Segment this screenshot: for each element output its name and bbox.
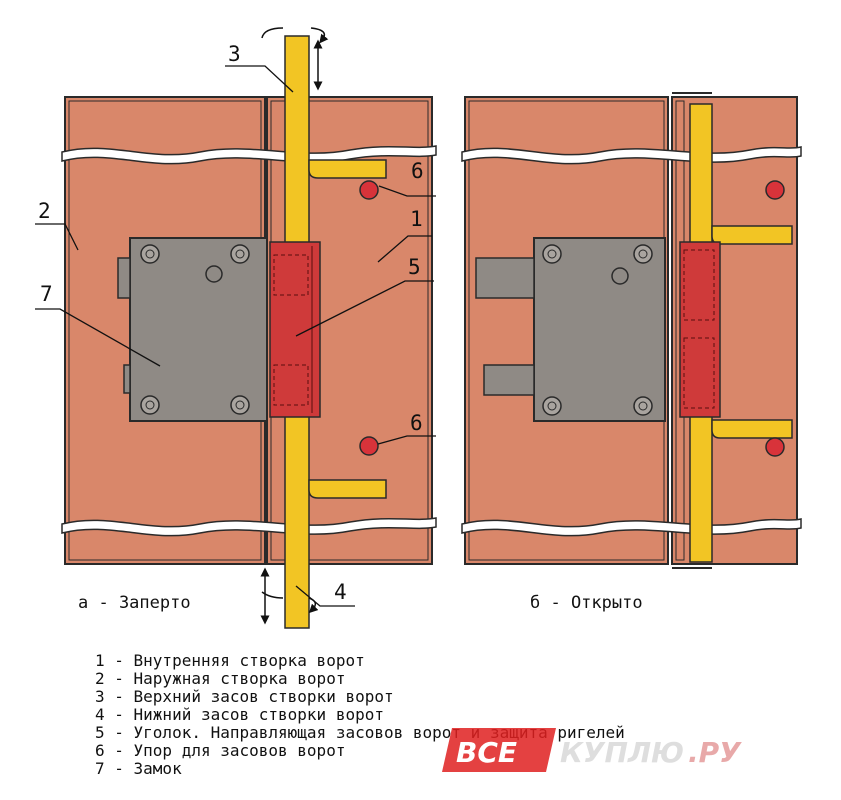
guide-angle [679, 241, 721, 418]
lower-bolt [284, 414, 310, 629]
legend: 1 - Внутренняя створка ворот 2 - Наружна… [95, 651, 625, 778]
callout-1: 1 [410, 207, 423, 231]
legend-item: 4 - Нижний засов створки ворот [95, 705, 384, 724]
keyhole-icon [611, 267, 629, 285]
bolt-handle-top [711, 225, 793, 245]
upper-bolt [284, 35, 310, 247]
lock-tongue [117, 257, 131, 299]
break-line-top [61, 145, 437, 165]
lock-body [533, 237, 666, 422]
watermark-logo: ВСЕ [456, 736, 517, 769]
figure-open: б - Открыто [461, 92, 802, 613]
callout-4: 4 [334, 580, 347, 604]
bolt-handle-bottom [711, 419, 793, 439]
lock-tongue [123, 364, 131, 394]
figure-locked: 3 6 1 5 6 2 7 4 а - Заперто [35, 27, 437, 629]
bolt-handle-bottom [308, 479, 387, 499]
callout-6: 6 [411, 159, 424, 183]
legend-item: 6 - Упор для засовов ворот [95, 741, 345, 760]
legend-item: 3 - Верхний засов створки ворот [95, 687, 394, 706]
lock-tongue [475, 257, 535, 299]
legend-item: 2 - Наружная створка ворот [95, 669, 345, 688]
break-line-bottom [461, 518, 802, 537]
screw-icon [140, 244, 250, 415]
caption-open: б - Открыто [530, 593, 643, 613]
keyhole-icon [205, 265, 223, 283]
callout-2: 2 [38, 199, 51, 223]
screw-icon [542, 244, 653, 416]
bolt-stop [765, 180, 785, 200]
watermark-text: КУПЛЮ [560, 736, 684, 769]
watermark: ВСЕ КУПЛЮ .РУ [442, 728, 742, 772]
legend-item: 7 - Замок [95, 759, 182, 778]
leader-lines [35, 65, 436, 607]
watermark-tld: .РУ [688, 736, 742, 769]
bolt-stop [765, 437, 785, 457]
rotate-lift-arrow-icon [261, 27, 324, 91]
legend-item: 1 - Внутренняя створка ворот [95, 651, 365, 670]
callout-6: 6 [410, 411, 423, 435]
bolt-stop [359, 436, 379, 456]
callout-5: 5 [408, 255, 421, 279]
callout-7: 7 [40, 282, 53, 306]
bolt-stop [359, 180, 379, 200]
caption-locked: а - Заперто [78, 593, 191, 613]
lock-tongue [483, 364, 535, 396]
bolt-handle-top [308, 159, 387, 179]
lock-body [129, 237, 268, 422]
callout-3: 3 [228, 42, 241, 66]
break-line-top [461, 146, 802, 165]
break-line-bottom [61, 517, 437, 537]
